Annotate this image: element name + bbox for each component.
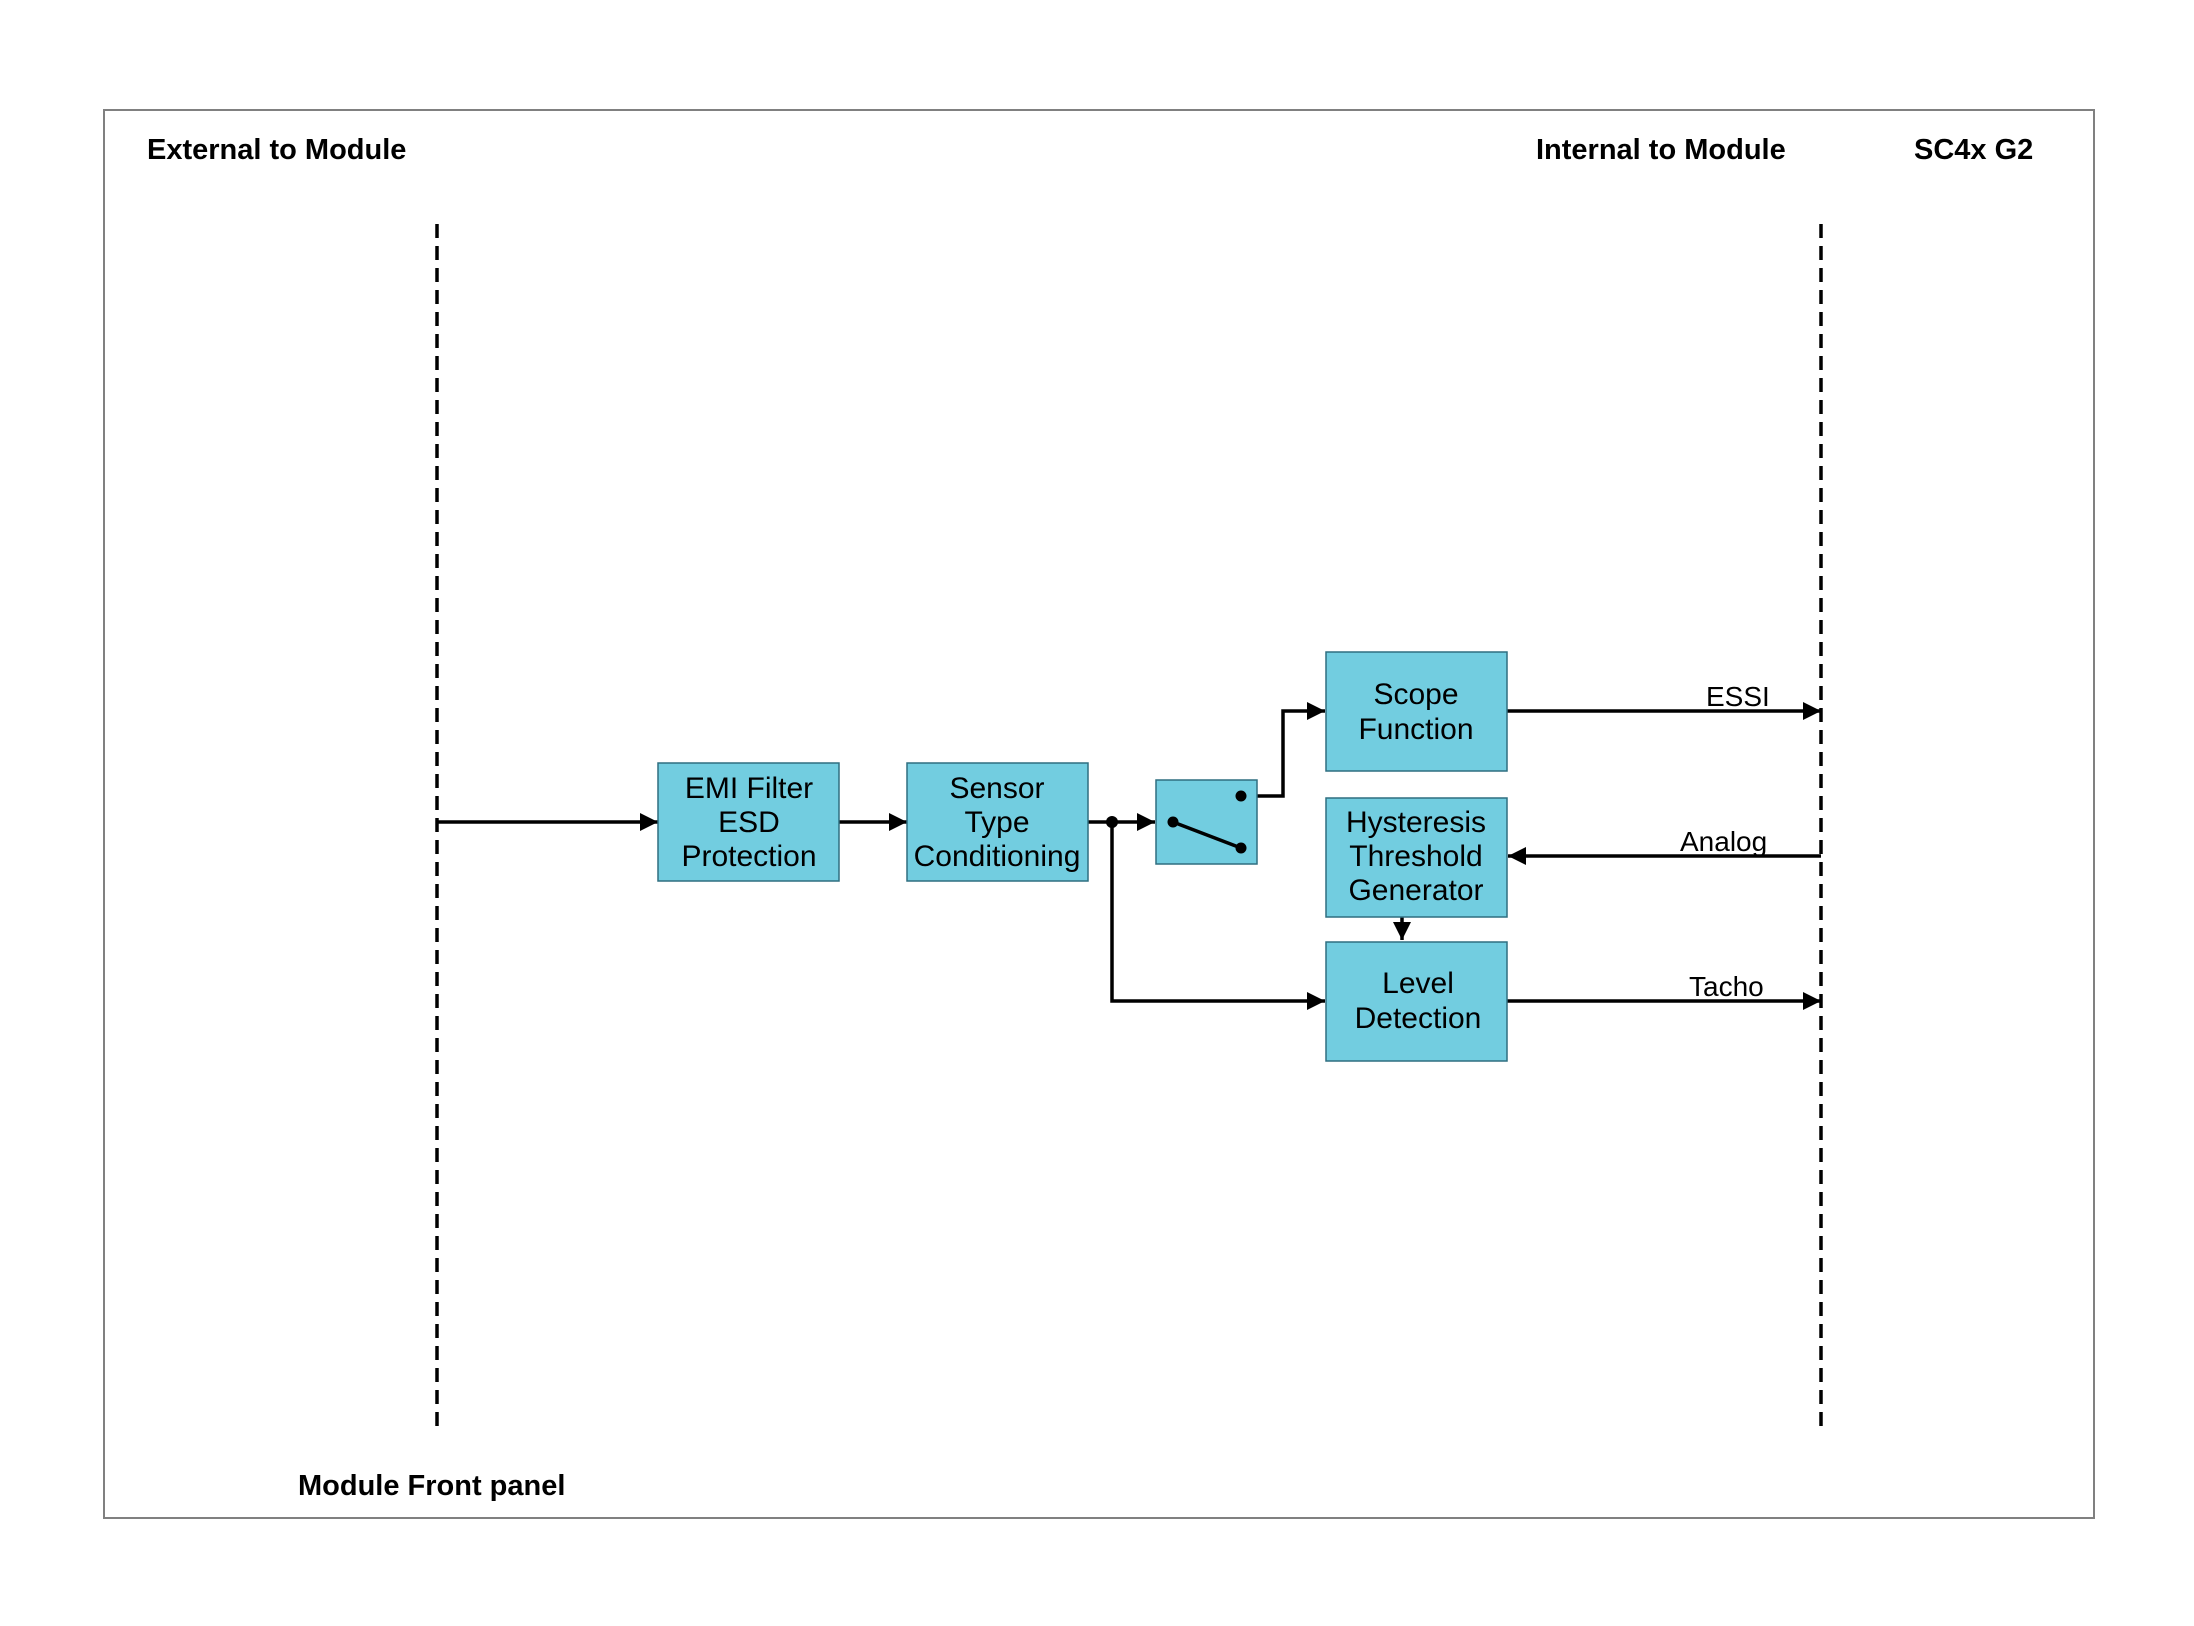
emi-line-2: ESD	[718, 806, 780, 839]
hysteresis-threshold-generator-block: Hysteresis Threshold Generator	[1325, 797, 1508, 918]
emi-line-1: EMI Filter	[685, 772, 813, 805]
analog-signal-label: Analog	[1680, 826, 1767, 857]
scope-line-2: Function	[1358, 713, 1473, 746]
essi-signal-label: ESSI	[1706, 681, 1770, 712]
level-detection-block: Level Detection	[1325, 941, 1508, 1062]
branch-to-level-wire	[1110, 822, 1325, 1010]
internal-to-module-label: Internal to Module	[1536, 134, 1786, 166]
external-to-module-label: External to Module	[147, 134, 406, 166]
emi-filter-block: EMI Filter ESD Protection	[657, 762, 840, 882]
scope-line-1: Scope	[1373, 678, 1458, 711]
level-line-2: Detection	[1355, 1002, 1482, 1035]
switch-to-scope-wire	[1240, 702, 1325, 798]
switch-lower-contact-dot	[1235, 842, 1247, 854]
switch-pivot-dot	[1167, 816, 1179, 828]
junction-dot	[1106, 816, 1118, 828]
sensor-type-conditioning-block: Sensor Type Conditioning	[906, 762, 1089, 882]
sensor-line-2: Type	[964, 806, 1029, 839]
sensor-line-1: Sensor	[949, 772, 1044, 805]
level-line-1: Level	[1382, 967, 1454, 1000]
scope-function-block: Scope Function	[1325, 651, 1508, 772]
hysteresis-line-2: Threshold	[1349, 840, 1482, 873]
switch-upper-contact-dot	[1235, 790, 1247, 802]
sensor-line-3: Conditioning	[914, 840, 1081, 873]
hysteresis-line-1: Hysteresis	[1346, 806, 1486, 839]
hysteresis-line-3: Generator	[1348, 874, 1483, 907]
emi-line-3: Protection	[681, 840, 816, 873]
switch-block	[1155, 779, 1258, 865]
switch-lever	[1172, 820, 1242, 850]
model-label: SC4x G2	[1914, 134, 2033, 166]
frame-border	[103, 109, 2095, 1519]
tacho-signal-label: Tacho	[1689, 971, 1764, 1002]
module-front-panel-label: Module Front panel	[298, 1470, 565, 1502]
